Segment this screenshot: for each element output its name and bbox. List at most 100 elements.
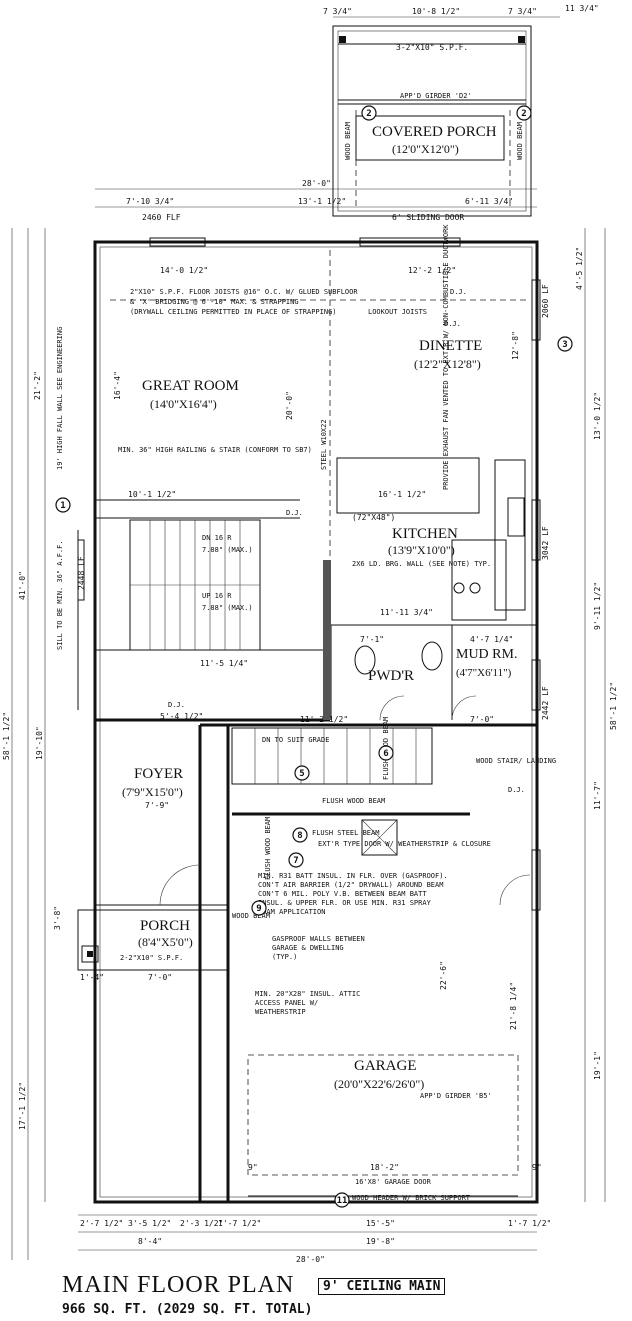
- dim-22: 22'-6": [439, 961, 448, 990]
- dim-12: 12'-2 1/2": [408, 266, 456, 275]
- kitchen-label: KITCHEN: [392, 526, 458, 542]
- tag-label: 9: [256, 904, 261, 914]
- foyer-size: (7'9"X15'0"): [122, 785, 183, 799]
- dj-note-3: D.J.: [286, 509, 303, 517]
- joists-note: 2"X10" S.P.F. FLOOR JOISTS @16" O.C. W/ …: [130, 288, 358, 296]
- dim-4: 4'-7 1/4": [470, 635, 513, 644]
- kitchen-size: (13'9"X10'0"): [388, 543, 455, 557]
- tag-circle: [288, 852, 304, 868]
- dim-21: 21'-8 1/4": [509, 982, 518, 1030]
- dim-bot-a: 2'-7 1/2": [80, 1219, 123, 1228]
- dim-right-d: 58'-1 1/2": [609, 682, 618, 730]
- tag-label: 2: [366, 109, 371, 119]
- covered-porch-label: COVERED PORCH: [372, 124, 497, 140]
- porch-beam-2: 2-2"X10" S.P.F.: [120, 954, 183, 962]
- drywall-note: (DRYWALL CEILING PERMITTED IN PLACE OF S…: [130, 308, 337, 316]
- powder-room-label: PWD'R: [368, 668, 414, 684]
- dim-7d: 7'-0": [148, 973, 172, 982]
- dim-1: 1'-4": [80, 973, 104, 982]
- fall-wall-note: 19' HIGH FALL WALL SEE ENGINEERING: [56, 327, 64, 470]
- dim-left-b: 41'-0": [18, 571, 27, 600]
- tag-circle: [251, 900, 267, 916]
- foyer-label: FOYER: [134, 766, 183, 782]
- porch-beam-note: 3-2"X10" S.P.F.: [396, 43, 468, 52]
- tag-circle: [292, 827, 308, 843]
- stair-dn-note: DN 16 R: [202, 534, 232, 542]
- tag-label: 8: [297, 831, 302, 841]
- tag-circle: [294, 765, 310, 781]
- lookout-note: LOOKOUT JOISTS: [368, 308, 427, 316]
- wood-beam-note-right: WOOD BEAM: [516, 122, 524, 160]
- dim-right-a: 4'-5 1/2": [575, 247, 584, 290]
- house-walls: [77, 237, 541, 1204]
- dim-16b: 16'-4": [113, 371, 122, 400]
- garage-label: GARAGE: [354, 1058, 417, 1074]
- dim-bot-f: 1'-7 1/2": [508, 1219, 551, 1228]
- dim-bot-b: 3'-5 1/2": [128, 1219, 171, 1228]
- dim-7c: 7'-9": [145, 801, 169, 810]
- wood-stair-note: WOOD STAIR/ LANDING: [476, 757, 556, 765]
- dinette-size: (12'2"X12'8"): [414, 357, 481, 371]
- dim-11c: 11'-2 1/2": [300, 715, 348, 724]
- dim-9b: 9": [532, 1163, 542, 1172]
- girder-d2-note: APP'D GIRDER 'D2': [400, 92, 472, 100]
- tag-circle: [557, 336, 573, 352]
- garage-stair-treads: [254, 728, 417, 784]
- tag-label: 5: [299, 769, 304, 779]
- great-room-size: (14'0"X16'4"): [150, 397, 217, 411]
- dim-18: 18'-2": [370, 1163, 399, 1172]
- railing-note: MIN. 36" HIGH RAILING & STAIR (CONFORM T…: [118, 446, 312, 454]
- dim-bot-c: 2'-3 1/2": [180, 1219, 223, 1228]
- dj-note-2: D.J.: [444, 320, 461, 328]
- dim-right-e: 11'-7": [593, 781, 602, 810]
- floor-area: 966 SQ. FT. (2029 SQ. FT. TOTAL): [62, 1302, 313, 1317]
- gasproof-note: GASPROOF WALLS BETWEEN GARAGE & DWELLING…: [272, 935, 365, 961]
- tag-circle: [55, 497, 71, 513]
- dim-11a: 11'-11 3/4": [380, 608, 433, 617]
- girder-b5-note: APP'D GIRDER 'B5': [420, 1092, 492, 1100]
- covered-porch-area: [332, 25, 532, 217]
- dn-grade-note: DN TO SUIT GRADE: [262, 736, 329, 744]
- dim-bot-i: 28'-0": [296, 1255, 325, 1264]
- dim-top-c: 7 3/4": [508, 7, 537, 16]
- dim-20: 20'-0": [285, 391, 294, 420]
- dim-bot-d: 1'-7 1/2": [218, 1219, 261, 1228]
- sill-note: SILL TO BE MIN. 36" A.F.F.: [56, 540, 64, 650]
- tag-label: 7: [293, 856, 298, 866]
- insulation-note: MIN. R31 BATT INSUL. IN FLR. OVER (GASPR…: [258, 872, 448, 916]
- dim-bot-g: 8'-4": [138, 1237, 162, 1246]
- tag-circle: [378, 745, 394, 761]
- dim-9a: 9": [248, 1163, 258, 1172]
- window-2442: 2442 LF: [541, 686, 550, 720]
- dim-width-a: 7'-10 3/4": [126, 197, 174, 206]
- dim-7: 7'-1": [360, 635, 384, 644]
- brg-wall-note: 2X6 LD. BRG. WALL (SEE NOTE) TYP.: [352, 560, 491, 568]
- flush-wood-beam-note: FLUSH WOOD BEAM: [322, 797, 385, 805]
- dinette-label: DINETTE: [419, 338, 482, 354]
- tag-circle: [516, 105, 532, 121]
- stair-up-note: UP 16 R: [202, 592, 232, 600]
- stair-up-riser: 7.88" (MAX.): [202, 604, 253, 612]
- bridging-note: & 'X' BRIDGING @ 6'-10" MAX. & STRAPPING: [130, 298, 299, 306]
- exhaust-fan-note: PROVIDE EXHAUST FAN VENTED TO EXT'R W/ N…: [442, 224, 450, 490]
- steel-beam-note: STEEL W10X22: [320, 419, 328, 470]
- tag-label: 3: [562, 340, 567, 350]
- covered-porch-size: (12'0"X12'0"): [392, 142, 459, 156]
- wood-header-note: WOOD HEADER W/ BRICK SUPPORT: [352, 1194, 471, 1202]
- garage-door-note: 16'X8' GARAGE DOOR: [355, 1178, 432, 1186]
- stair-treads: [149, 520, 241, 650]
- dim-top-d: 11 3/4": [565, 4, 599, 13]
- dim-width-c: 6'-11 3/4": [465, 197, 513, 206]
- wood-beam-note-left: WOOD BEAM: [344, 122, 352, 160]
- window-2448: 2448 LF: [77, 556, 86, 590]
- island-size: (72"X48"): [352, 513, 395, 522]
- wood-beam-garage: WOOD BEAM: [232, 912, 270, 920]
- ceiling-height-badge: 9' CEILING MAIN: [318, 1278, 446, 1295]
- window-2460: 2460 FLF: [142, 213, 181, 222]
- mud-room-size: (4'7"X6'11"): [456, 667, 512, 679]
- tag-label: 2: [521, 109, 526, 119]
- dim-left-d: 19'-10": [35, 726, 44, 760]
- flush-wood-beam-vert-2: FLUSH WOOD BEAM: [264, 817, 272, 880]
- dj-note-5: D.J.: [508, 786, 525, 794]
